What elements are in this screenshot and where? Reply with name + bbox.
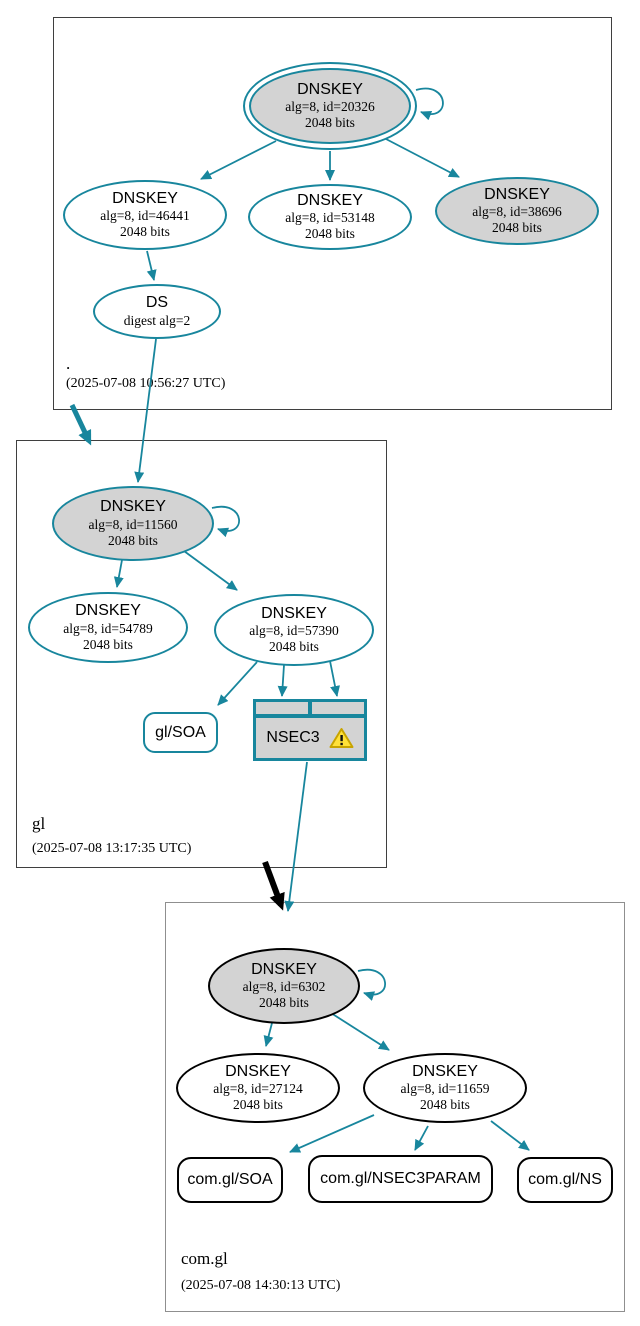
dnskey-alg-id: alg=8, id=54789 — [63, 620, 153, 636]
nsec3-node[interactable]: NSEC3 — [253, 699, 367, 761]
edge-root-to-gl-delegation — [69, 403, 92, 446]
edge-comgl-ksk-to-key11659 — [330, 1012, 390, 1051]
dnskey-6302-node[interactable]: DNSKEY alg=8, id=6302 2048 bits — [208, 948, 360, 1024]
zone-timestamp-gl: (2025-07-08 13:17:35 UTC) — [32, 841, 192, 856]
dnskey-type-label: DNSKEY — [112, 189, 178, 207]
dnskey-type-label: DNSKEY — [412, 1062, 478, 1080]
edge-key11659-to-comgl-soa — [289, 1114, 375, 1153]
ds-digest-alg: digest alg=2 — [123, 312, 191, 328]
dnskey-type-label: DNSKEY — [261, 604, 327, 622]
edge-key11659-to-comgl-ns — [490, 1120, 530, 1151]
ds-node[interactable]: DS digest alg=2 — [93, 284, 221, 339]
dnskey-alg-id: alg=8, id=27124 — [213, 1081, 303, 1097]
dnskey-53148-node[interactable]: DNSKEY alg=8, id=53148 2048 bits — [248, 184, 412, 250]
zone-name-com-gl: com.gl — [181, 1249, 228, 1268]
edge-key57390-to-nsec3-left — [277, 664, 288, 697]
dnskey-54789-node[interactable]: DNSKEY alg=8, id=54789 2048 bits — [28, 592, 188, 663]
dnskey-alg-id: alg=8, id=20326 — [285, 99, 375, 115]
edge-nsec3-to-com-gl — [284, 761, 308, 912]
edge-gl-ksk-to-key57390 — [183, 550, 238, 591]
rrset-label: com.gl/SOA — [187, 1171, 273, 1188]
dnskey-type-label: DNSKEY — [75, 602, 141, 620]
edge-key57390-to-nsec3-right — [329, 660, 340, 697]
rrset-label: gl/SOA — [155, 723, 206, 741]
edge-root-ksk-to-key38696 — [385, 138, 460, 178]
dnskey-alg-id: alg=8, id=11560 — [88, 516, 178, 532]
dnskey-type-label: DNSKEY — [297, 80, 363, 98]
dnskey-type-label: DNSKEY — [225, 1062, 291, 1080]
edge-root-ksk-to-key46441 — [200, 140, 277, 180]
dnskey-bits: 2048 bits — [233, 1097, 283, 1113]
dnskey-bits: 2048 bits — [83, 636, 133, 652]
dnskey-46441-node[interactable]: DNSKEY alg=8, id=46441 2048 bits — [63, 180, 227, 250]
rrset-label: com.gl/NS — [528, 1171, 602, 1188]
edge-key46441-to-ds — [146, 250, 157, 281]
nsec3-header-cells — [256, 702, 364, 714]
dnskey-alg-id: alg=8, id=6302 — [242, 979, 326, 995]
zone-name-gl: gl — [32, 814, 46, 833]
dnskey-11659-node[interactable]: DNSKEY alg=8, id=11659 2048 bits — [363, 1053, 527, 1123]
dnskey-type-label: DNSKEY — [484, 185, 550, 203]
dnskey-alg-id: alg=8, id=11659 — [400, 1081, 490, 1097]
com-gl-soa-rrset-node[interactable]: com.gl/SOA — [177, 1157, 283, 1203]
zone-timestamp-root: (2025-07-08 10:56:27 UTC) — [66, 376, 226, 391]
zone-name-root: . — [66, 354, 71, 373]
edge-comgl-ksk-to-key27124 — [263, 1022, 274, 1047]
dnskey-27124-node[interactable]: DNSKEY alg=8, id=27124 2048 bits — [176, 1053, 340, 1123]
edge-root-ksk-selfloop — [415, 87, 444, 121]
dnskey-alg-id: alg=8, id=53148 — [285, 210, 375, 226]
nsec3-cell-right — [312, 702, 364, 714]
ds-type-label: DS — [145, 294, 169, 312]
zone-timestamp-com-gl: (2025-07-08 14:30:13 UTC) — [181, 1278, 341, 1293]
dnskey-bits: 2048 bits — [305, 115, 355, 131]
dnskey-57390-node[interactable]: DNSKEY alg=8, id=57390 2048 bits — [214, 594, 374, 666]
dnskey-type-label: DNSKEY — [251, 960, 317, 978]
edge-gl-ksk-to-key54789 — [113, 559, 124, 588]
nsec3-cell-left — [256, 702, 308, 714]
dnskey-bits: 2048 bits — [492, 220, 542, 236]
dnskey-bits: 2048 bits — [420, 1097, 470, 1113]
com-gl-nsec3param-rrset-node[interactable]: com.gl/NSEC3PARAM — [308, 1155, 493, 1203]
edge-comgl-ksk-selfloop — [357, 968, 386, 1001]
double-ring — [249, 68, 411, 144]
edge-key11659-to-comgl-nsec3param — [414, 1125, 429, 1151]
edge-ds-to-gl-ksk — [134, 338, 157, 483]
dnskey-alg-id: alg=8, id=57390 — [249, 623, 339, 639]
dnskey-bits: 2048 bits — [269, 639, 319, 655]
edge-gl-to-com-gl-delegation-insecure — [262, 860, 285, 911]
dnskey-type-label: DNSKEY — [297, 191, 363, 209]
edge-key57390-to-gl-soa — [217, 661, 258, 706]
dnskey-20326-node[interactable]: DNSKEY alg=8, id=20326 2048 bits — [243, 62, 417, 150]
dnskey-bits: 2048 bits — [120, 224, 170, 240]
com-gl-ns-rrset-node[interactable]: com.gl/NS — [517, 1157, 613, 1203]
rrset-label: com.gl/NSEC3PARAM — [320, 1170, 481, 1187]
edge-gl-ksk-selfloop — [211, 505, 240, 538]
dnskey-bits: 2048 bits — [305, 226, 355, 242]
dnskey-38696-node[interactable]: DNSKEY alg=8, id=38696 2048 bits — [435, 177, 599, 245]
dnskey-11560-node[interactable]: DNSKEY alg=8, id=11560 2048 bits — [52, 486, 214, 561]
gl-soa-rrset-node[interactable]: gl/SOA — [143, 712, 218, 753]
dnskey-alg-id: alg=8, id=38696 — [472, 204, 562, 220]
dnskey-bits: 2048 bits — [259, 995, 309, 1011]
warning-icon — [329, 728, 354, 748]
nsec3-label: NSEC3 — [266, 729, 320, 746]
dnskey-type-label: DNSKEY — [100, 498, 166, 516]
dnskey-alg-id: alg=8, id=46441 — [100, 208, 190, 224]
dnskey-bits: 2048 bits — [108, 532, 158, 548]
